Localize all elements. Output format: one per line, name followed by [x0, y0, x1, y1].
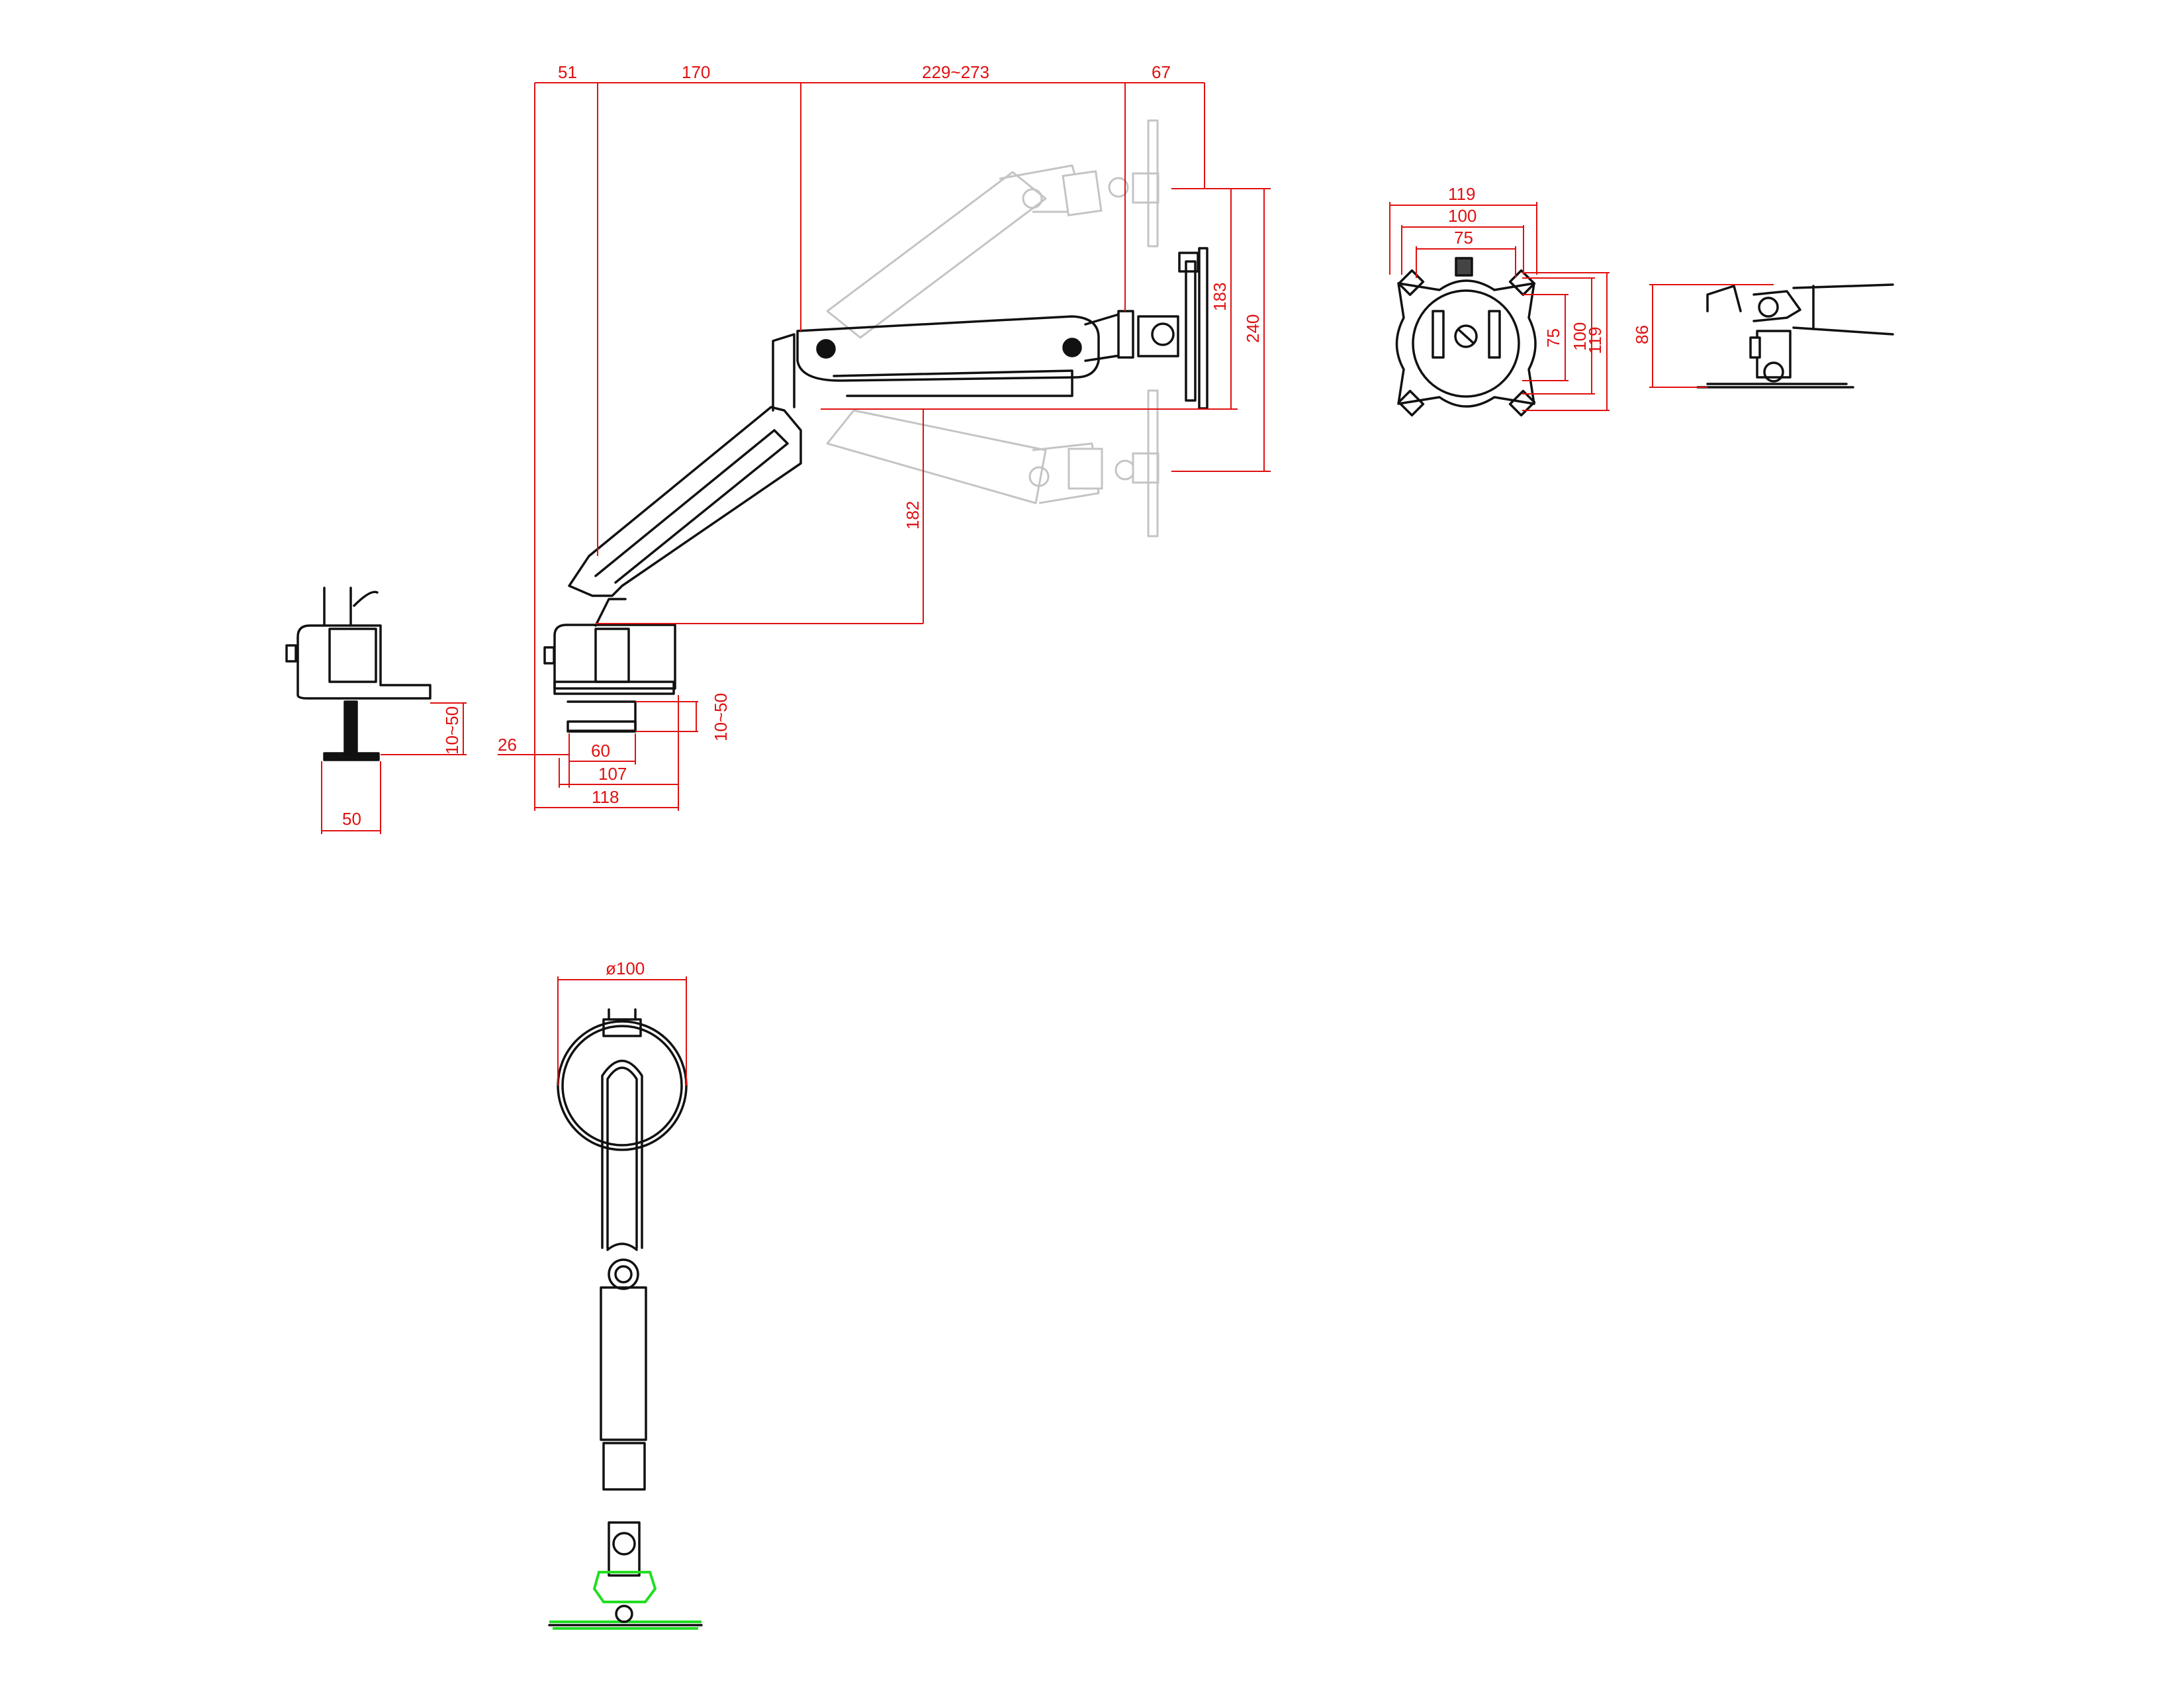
ghost-lowered-arm — [826, 389, 1160, 538]
vesa-plate-side — [1178, 247, 1208, 410]
dim-vesa-side-86: 86 — [1632, 325, 1652, 344]
dim-diameter-100: ø100 — [606, 959, 645, 978]
dim-vesa-height-75: 75 — [1543, 328, 1563, 348]
top-view-dimension-lines — [557, 976, 687, 1086]
vesa-front-view: 119 100 75 75 100 119 — [1389, 184, 1610, 417]
dim-60: 60 — [591, 741, 610, 761]
dim-50-clamp: 50 — [342, 809, 361, 829]
dim-183: 183 — [1210, 283, 1230, 311]
clamp-detail-view: 10~50 50 — [285, 586, 467, 834]
dim-67: 67 — [1152, 62, 1171, 82]
vesa-dimension-lines — [1389, 202, 1610, 411]
clamp-dimension-lines — [321, 702, 467, 834]
dim-10-50-side: 10~50 — [711, 693, 731, 741]
top-view: ø100 — [548, 959, 703, 1630]
dim-vesa-height-100: 100 — [1570, 322, 1590, 351]
dim-26: 26 — [498, 735, 517, 755]
lower-arm — [568, 406, 802, 627]
vesa-side-view: 86 — [1632, 283, 1894, 389]
dim-51: 51 — [558, 62, 577, 82]
dim-107: 107 — [598, 764, 627, 784]
dim-182: 182 — [903, 501, 923, 530]
desk-clamp-base — [543, 624, 676, 733]
dim-vesa-height-119: 119 — [1585, 327, 1605, 354]
side-elevation-view: 51 170 229~273 67 183 240 182 26 60 107 … — [498, 62, 1271, 811]
vesa-side-dimension-lines — [1649, 284, 1774, 388]
dim-10-50-clamp: 10~50 — [442, 706, 462, 755]
upper-arm — [772, 310, 1179, 412]
dim-240: 240 — [1243, 314, 1263, 343]
dim-vesa-width-75: 75 — [1454, 228, 1473, 248]
dim-170: 170 — [682, 62, 710, 82]
dim-118: 118 — [592, 787, 619, 807]
side-view-dimension-lines — [498, 82, 1271, 811]
ghost-raised-arm — [826, 119, 1160, 339]
dim-vesa-width-100: 100 — [1448, 206, 1477, 226]
dim-229-273: 229~273 — [922, 62, 989, 82]
dim-vesa-width-119: 119 — [1448, 184, 1475, 204]
